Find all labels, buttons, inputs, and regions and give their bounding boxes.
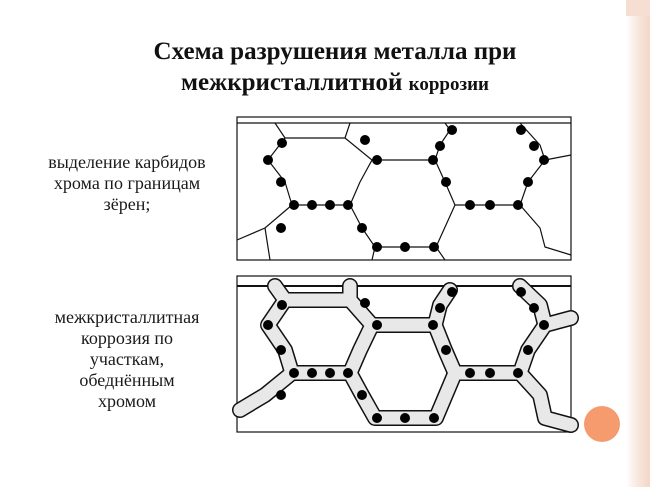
carbide-dot: [343, 368, 353, 378]
carbide-dot: [276, 390, 286, 400]
carbide-dot: [360, 298, 370, 308]
carbide-dot: [263, 320, 273, 330]
carbide-dot: [485, 200, 495, 210]
carbide-dot: [523, 345, 533, 355]
carbide-dot: [276, 345, 286, 355]
corrosion-label-line: хромом: [97, 391, 157, 411]
carbide-dot: [441, 345, 451, 355]
carbide-dot: [529, 303, 539, 313]
decorative-corner: [626, 0, 650, 16]
corroded-band: [538, 311, 578, 332]
carbide-dot: [529, 141, 539, 151]
carbide-dot: [357, 390, 367, 400]
carbide-dot: [513, 368, 523, 378]
decorative-side-border: [626, 0, 650, 487]
boundary: [372, 122, 546, 206]
carbide-dot: [516, 287, 526, 297]
boundary: [519, 204, 572, 256]
carbide-dot: [539, 155, 549, 165]
carbide-dot: [429, 413, 439, 423]
boundary: [344, 122, 351, 139]
carbides-label: выделение карбидов хрома по границам зёр…: [22, 152, 232, 215]
carbides-label-line: зёрен;: [103, 194, 151, 214]
carbide-dot: [516, 125, 526, 135]
title-line-2-small: коррозии: [408, 74, 490, 95]
carbide-dot: [441, 177, 451, 187]
carbide-dot: [276, 223, 286, 233]
corroded-bands: [232, 278, 579, 433]
boundary: [264, 227, 271, 261]
boundary: [544, 154, 572, 161]
carbide-dot: [465, 368, 475, 378]
carbide-dots-top: [263, 125, 549, 252]
carbide-dot: [539, 320, 549, 330]
title-line-1: Схема разрушения металла при: [153, 38, 517, 65]
carbide-dot: [400, 242, 410, 252]
carbide-dot: [435, 303, 445, 313]
carbide-dot: [485, 368, 495, 378]
carbide-dot: [372, 155, 382, 165]
carbide-dot: [277, 300, 287, 310]
carbide-dot: [513, 200, 523, 210]
corrosion-label-line: коррозия по: [81, 328, 173, 348]
frame-top: [236, 116, 572, 261]
carbide-dot: [372, 320, 382, 330]
carbide-dot: [447, 125, 457, 135]
corroded-band: [278, 293, 379, 380]
carbide-dot: [523, 177, 533, 187]
corrosion-label: межкристаллитная коррозия по участкам, о…: [22, 307, 232, 412]
carbide-dot: [429, 242, 439, 252]
carbide-dot: [276, 177, 286, 187]
carbide-dot: [465, 200, 475, 210]
boundary: [285, 137, 373, 206]
carbide-dot: [307, 368, 317, 378]
carbide-dot: [289, 368, 299, 378]
corrosion-dots-bottom: [263, 287, 549, 423]
boundary: [434, 122, 451, 161]
carbide-dot: [277, 138, 287, 148]
corrosion-label-line: обеднённым: [79, 370, 175, 390]
carbide-dot: [325, 368, 335, 378]
carbide-dot: [307, 200, 317, 210]
carbide-dot: [360, 135, 370, 145]
title-line-2: межкристаллитной коррозии: [90, 68, 580, 100]
frame-bottom-rect: [236, 275, 572, 433]
carbide-dot: [263, 155, 273, 165]
carbides-label-line: выделение карбидов: [48, 152, 206, 172]
carbide-dot: [428, 320, 438, 330]
carbide-dot: [428, 155, 438, 165]
carbide-dot: [400, 413, 410, 423]
carbide-dot: [289, 200, 299, 210]
carbide-dot: [372, 242, 382, 252]
carbide-dot: [343, 200, 353, 210]
accent-circle: [584, 406, 620, 442]
corroded-band: [513, 366, 578, 432]
slide-title: Схема разрушения металла при межкристалл…: [90, 36, 580, 100]
carbide-dot: [357, 223, 367, 233]
corroded-band: [365, 279, 552, 380]
frame-top-rect: [236, 116, 572, 261]
carbide-dot: [435, 141, 445, 151]
title-line-2-main: межкристаллитной: [180, 69, 403, 96]
carbides-label-line: хрома по границам: [53, 173, 201, 193]
carbide-dot: [447, 287, 457, 297]
corrosion-label-line: участкам,: [89, 349, 165, 369]
corrosion-label-line: межкристаллитная: [54, 307, 200, 327]
carbide-dot: [325, 200, 335, 210]
carbide-dot: [372, 413, 382, 423]
